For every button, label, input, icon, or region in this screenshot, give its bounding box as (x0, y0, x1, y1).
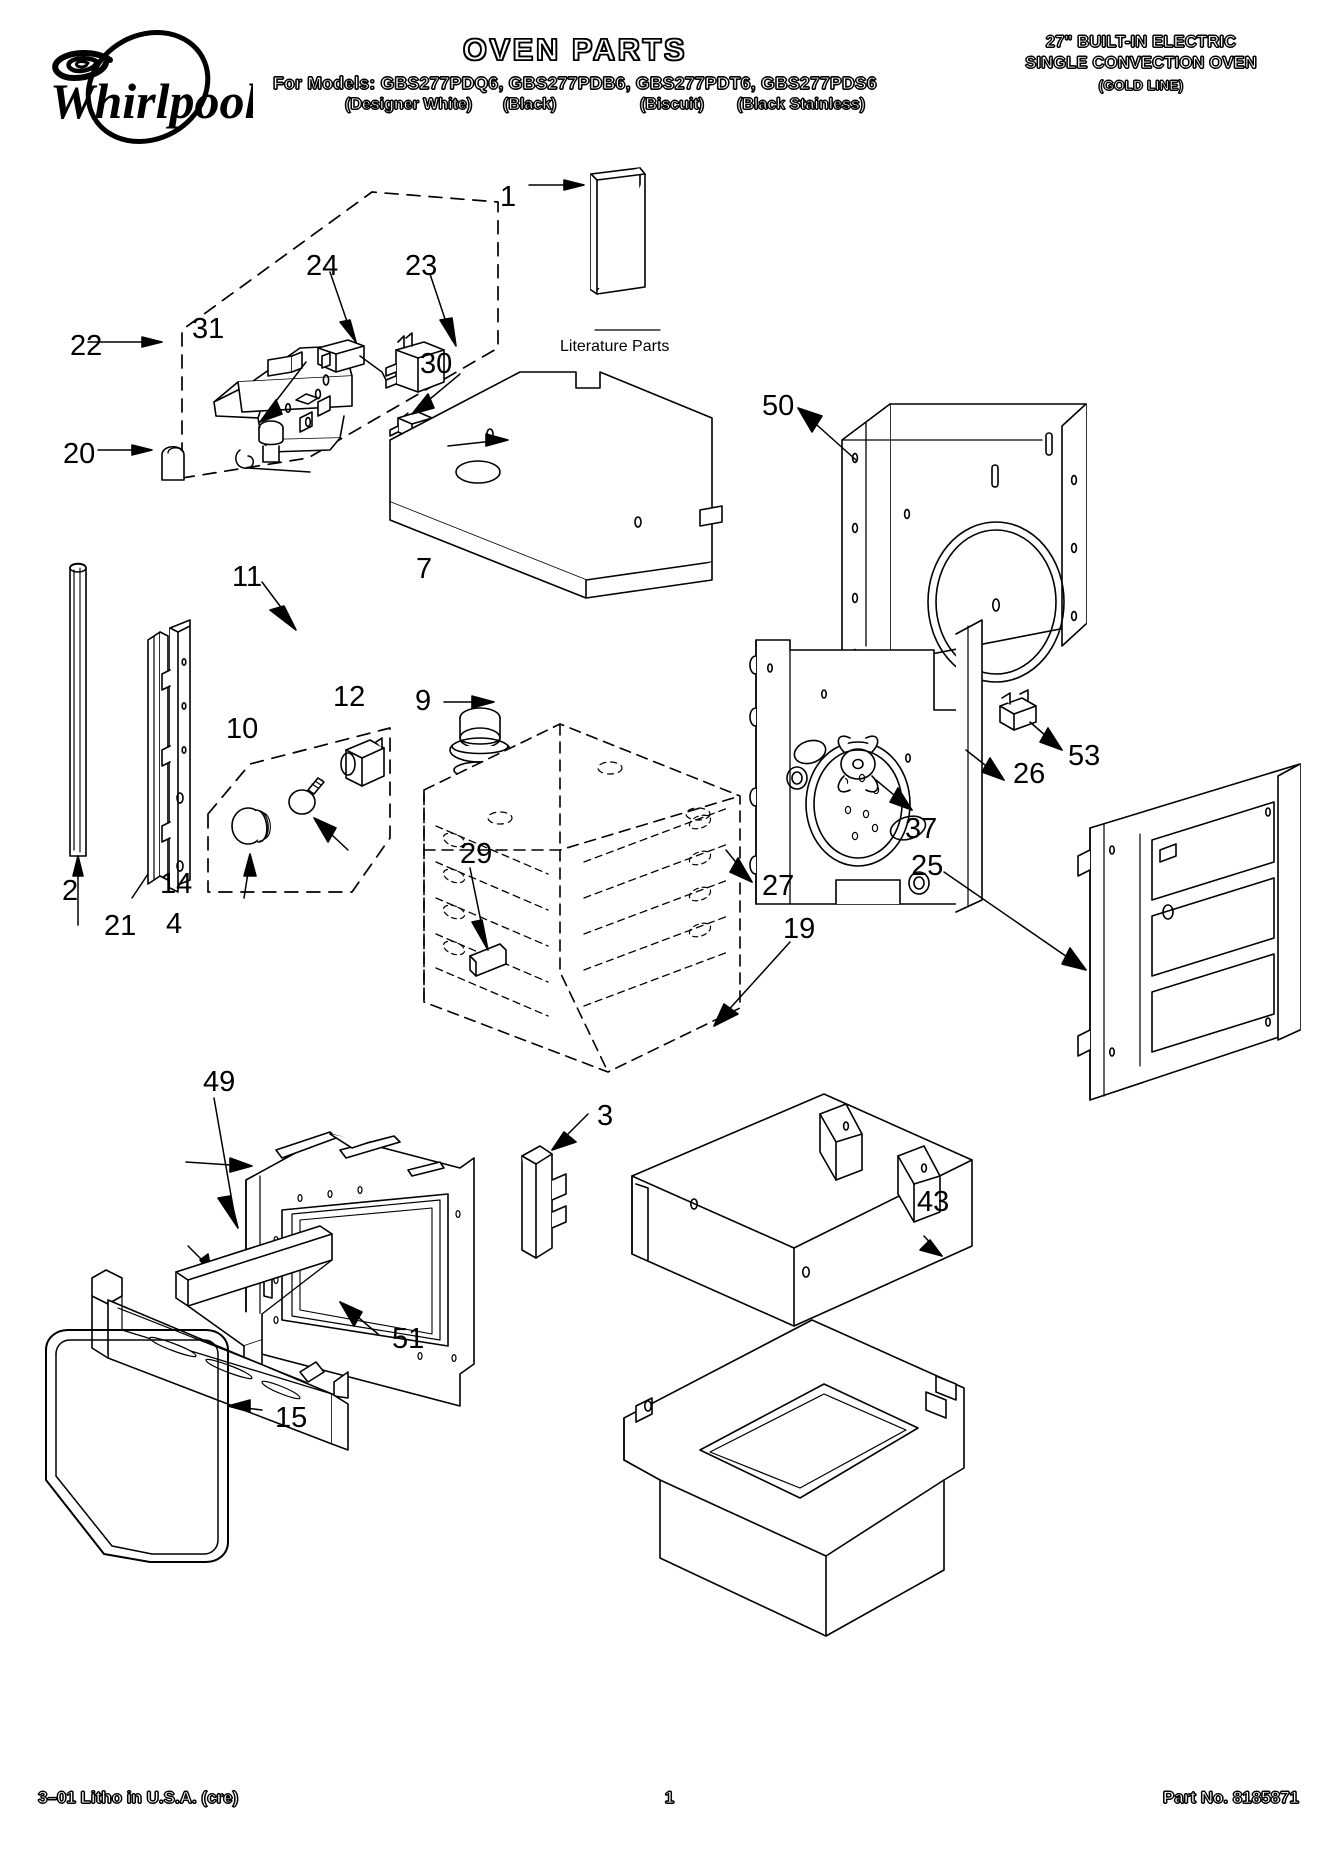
callout-37: 37 (905, 813, 938, 845)
part-literature-booklet (590, 167, 646, 295)
spec-line-3: (GOLD LINE) (1098, 78, 1184, 94)
callout-26: 26 (1013, 758, 1046, 790)
spec-line-1: 27" BUILT-IN ELECTRIC (1045, 32, 1237, 51)
brand-wordmark: Whirlpool (50, 73, 253, 129)
callout-22: 22 (70, 330, 103, 362)
callout-21: 21 (104, 910, 137, 942)
footer-page-number: 1 (664, 1787, 675, 1807)
exploded-parts-diagram: Literature Parts 1 24 23 31 22 30 20 50 … (0, 150, 1339, 1770)
callout-51: 51 (392, 1323, 425, 1355)
part-43-base-pan (623, 1319, 965, 1637)
callout-14: 14 (160, 868, 193, 900)
callout-19: 19 (783, 913, 816, 945)
part-26-fan-plate (749, 619, 983, 913)
part-37-fan-blade (837, 735, 879, 793)
callout-49: 49 (203, 1066, 236, 1098)
part-23-relay (385, 332, 445, 393)
callout-10: 10 (226, 713, 259, 745)
part-2-trim-rod (69, 562, 87, 857)
footer-litho-code: 3–01 Litho in U.S.A. (cre) (37, 1787, 239, 1807)
callout-53: 53 (1068, 740, 1101, 772)
page-title: OVEN PARTS (462, 32, 688, 67)
callout-23: 23 (405, 250, 438, 282)
callout-29: 29 (460, 838, 493, 870)
page-footer: 3–01 Litho in U.S.A. (cre) 1 Part No. 81… (0, 1780, 1339, 1840)
part-lamp-socket (340, 737, 385, 787)
callout-4: 4 (166, 908, 183, 940)
part-24-thermostat (317, 339, 387, 381)
literature-parts-label: Literature Parts (560, 338, 670, 355)
part-10-lamp-lens (231, 807, 271, 845)
part-49-trim-strip (175, 1225, 333, 1373)
finish-row: (Designer White) (Black) (Biscuit) (Blac… (250, 96, 900, 118)
finish-black-stainless: (Black Stainless) (736, 96, 866, 114)
callout-11: 11 (232, 561, 263, 593)
callout-30: 30 (420, 348, 453, 380)
callout-20: 20 (63, 438, 96, 470)
part-50-rear-panel (841, 403, 1087, 683)
callout-1: 1 (500, 181, 517, 213)
callout-3: 3 (597, 1100, 614, 1132)
part-27-oven-cavity (423, 723, 741, 1073)
callout-27: 27 (762, 870, 795, 902)
part-19-bottom-panel (631, 1093, 973, 1327)
finish-black: (Black) (502, 96, 557, 114)
part-25-side-panel (1077, 763, 1301, 1101)
callout-7: 7 (416, 553, 433, 585)
footer-part-number: Part No. 8185871 (1162, 1787, 1299, 1807)
title-block: OVEN PARTS For Models: GBS277PDQ6, GBS27… (250, 32, 900, 118)
finish-biscuit: (Biscuit) (639, 96, 704, 114)
part-12-bulb (288, 777, 325, 815)
part-14-mounting-rail (161, 619, 191, 893)
callout-50: 50 (762, 390, 795, 422)
callout-31: 31 (192, 313, 225, 345)
models-line: For Models: GBS277PDQ6, GBS277PDB6, GBS2… (272, 72, 877, 93)
callout-24: 24 (306, 250, 339, 282)
parts-illustration (45, 167, 1301, 1637)
spec-block: 27" BUILT-IN ELECTRIC SINGLE CONVECTION … (991, 32, 1291, 94)
callout-9: 9 (415, 685, 432, 717)
callout-2: 2 (62, 875, 79, 907)
part-7-top-panel (389, 371, 723, 599)
part-53-clip (999, 689, 1037, 731)
callout-12: 12 (333, 681, 366, 713)
part-15-door-gasket (45, 1329, 229, 1563)
finish-designer-white: (Designer White) (344, 96, 473, 114)
page-header: Whirlpool OVEN PARTS For Models: GBS277P… (0, 0, 1339, 150)
callout-43: 43 (917, 1186, 950, 1218)
spec-line-2: SINGLE CONVECTION OVEN (1025, 54, 1258, 73)
part-20-end-cap (161, 445, 185, 481)
whirlpool-swirl-logo: Whirlpool (50, 29, 259, 145)
callout-25: 25 (911, 850, 944, 882)
callout-15: 15 (275, 1402, 308, 1434)
part-29-bracket (469, 943, 507, 977)
part-3-hinge-bracket (521, 1145, 567, 1259)
whirlpool-logo: Whirlpool (38, 29, 259, 145)
